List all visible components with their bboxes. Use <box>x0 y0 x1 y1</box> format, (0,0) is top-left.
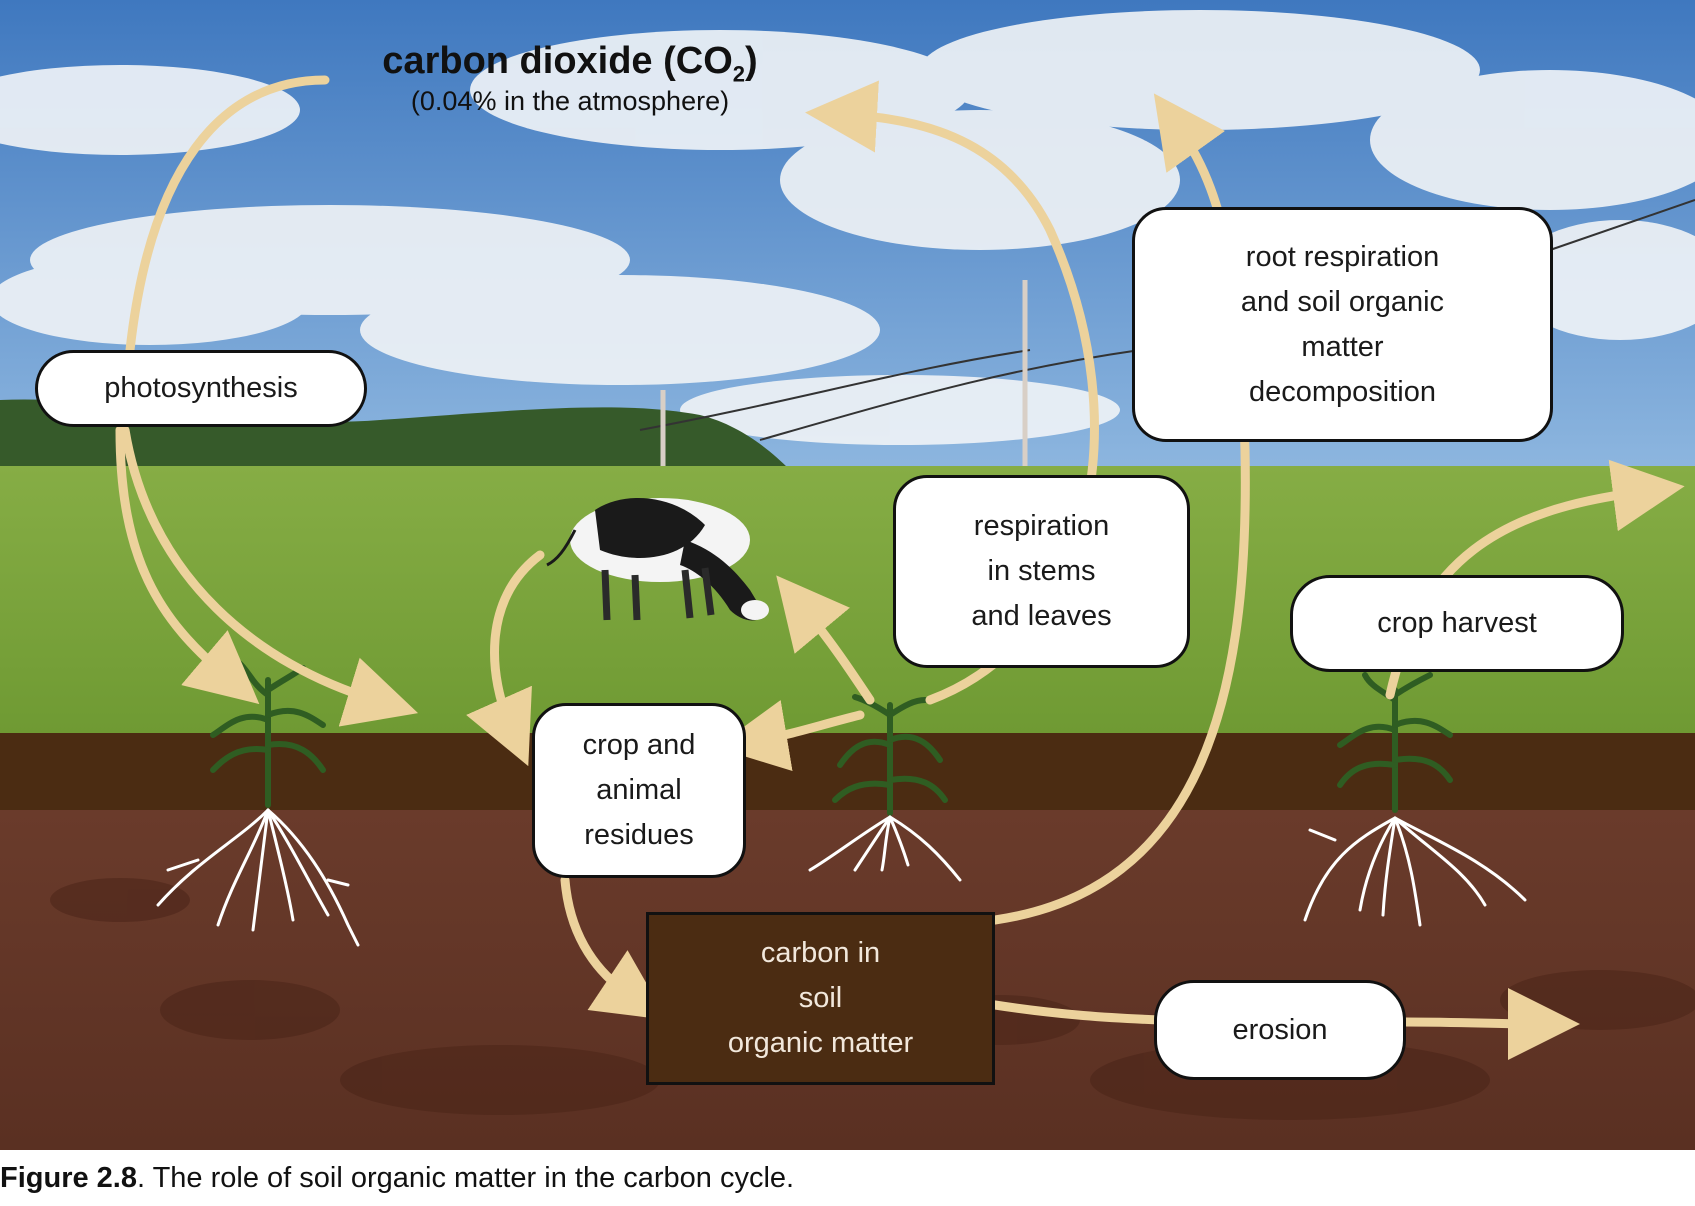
arrow-soil-to-erosion <box>990 1000 1165 1025</box>
photosynthesis-label: photosynthesis <box>104 372 298 404</box>
arrow-residues-to-soil <box>560 875 668 1020</box>
root-respiration-box: root respiration and soil organic matter… <box>1132 207 1553 442</box>
root-respiration-line-4: decomposition <box>1249 375 1436 408</box>
soil-carbon-box: carbon in soil organic matter <box>646 912 995 1085</box>
corn-plant-right <box>1303 672 1527 927</box>
root-respiration-line-2: and soil organic <box>1240 285 1445 318</box>
residues-line-3: residues <box>584 819 694 851</box>
photosynthesis-box: photosynthesis <box>35 350 367 427</box>
arrow-plant-to-cow <box>776 575 875 705</box>
soil-carbon-line-2: soil <box>798 982 843 1014</box>
erosion-box: erosion <box>1154 980 1406 1080</box>
residues-line-1: crop and <box>582 729 696 761</box>
root-respiration-line-3: matter <box>1301 330 1384 363</box>
caption-label: Figure 2.8 <box>0 1162 137 1194</box>
arrow-co2-to-photosynthesis <box>125 75 330 355</box>
clouds <box>0 10 1695 445</box>
soil-carbon-line-3: organic matter <box>727 1027 914 1059</box>
crop-harvest-box: crop harvest <box>1290 575 1624 672</box>
respiration-stems-box: respiration in stems and leaves <box>893 475 1190 668</box>
co2-heading: carbon dioxide (CO2) (0.04% in the atmos… <box>0 40 1140 117</box>
caption-text: . The role of soil organic matter in the… <box>137 1162 795 1194</box>
cow <box>546 498 769 621</box>
residues-line-2: animal <box>596 774 682 806</box>
arrow-cow-to-residues <box>466 550 545 767</box>
figure-caption: Figure 2.8. The role of soil organic mat… <box>0 1162 794 1195</box>
arrow-erosion-out <box>1400 987 1580 1060</box>
root-respiration-line-1: root respiration <box>1245 240 1440 273</box>
arrow-plant-to-residues <box>715 700 865 772</box>
soil-carbon-line-1: carbon in <box>760 937 881 969</box>
respiration-stems-line-1: respiration <box>973 510 1110 542</box>
corn-plant-left <box>156 659 360 947</box>
erosion-label: erosion <box>1232 1013 1328 1046</box>
utility-poles <box>660 280 1028 470</box>
co2-label: carbon dioxide (CO2) <box>382 40 758 87</box>
residues-box: crop and animal residues <box>532 703 746 878</box>
arrow-photosynthesis-to-plant-1 <box>115 425 260 705</box>
respiration-stems-line-2: in stems <box>987 555 1096 587</box>
respiration-stems-line-3: and leaves <box>971 600 1112 632</box>
crop-harvest-label: crop harvest <box>1377 607 1537 639</box>
arrow-photosynthesis-to-plant-2 <box>120 425 419 727</box>
co2-note: (0.04% in the atmosphere) <box>410 85 730 116</box>
